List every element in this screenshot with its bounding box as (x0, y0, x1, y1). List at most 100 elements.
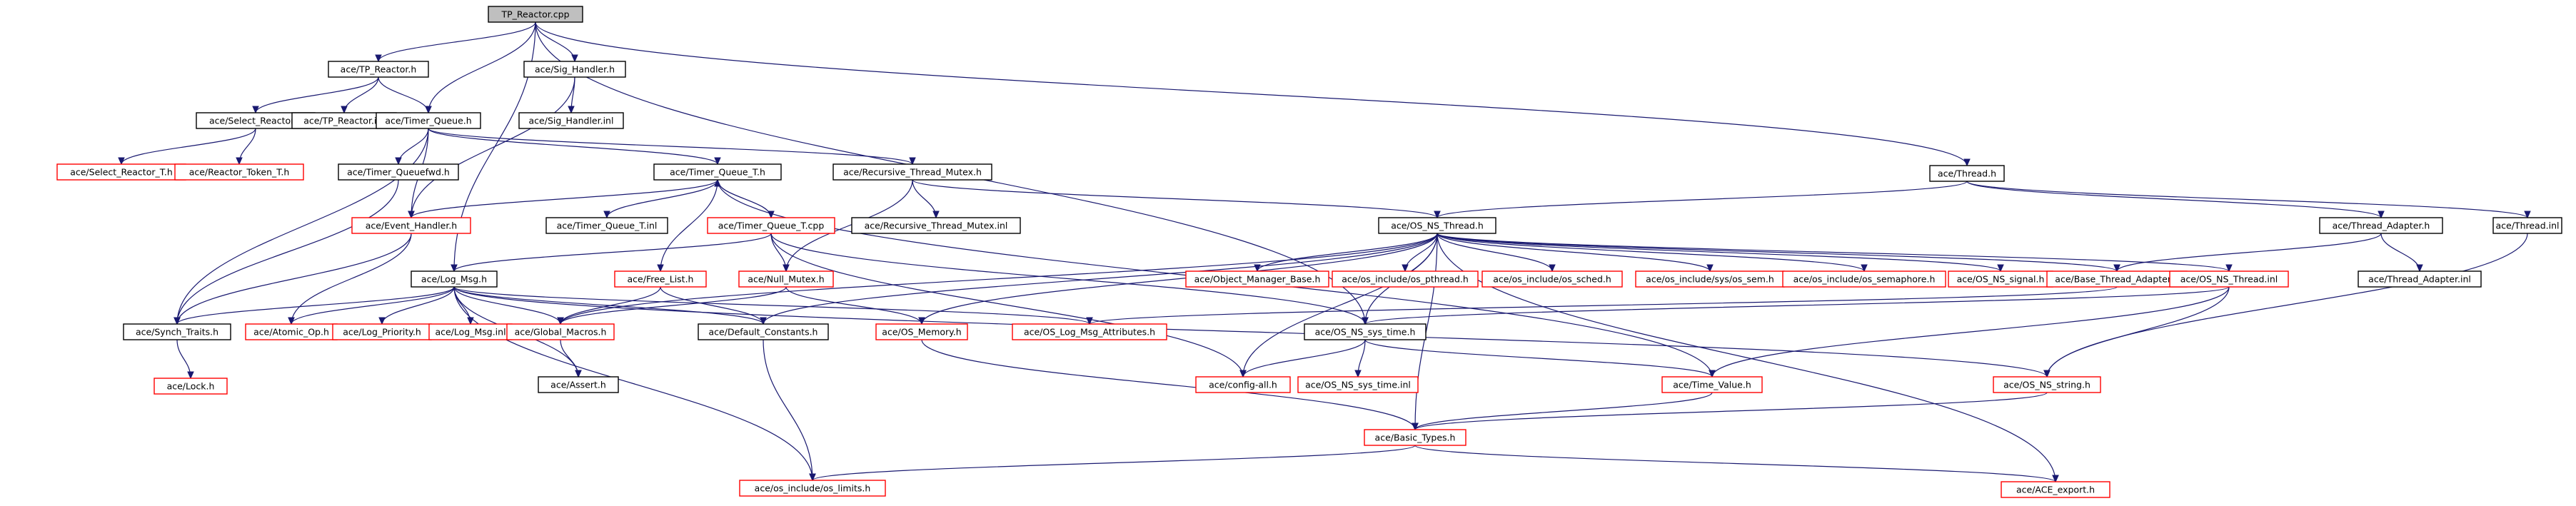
node-sig-handler-h[interactable]: ace/Sig_Handler.h (523, 61, 626, 78)
edge-line (121, 128, 256, 165)
arrowhead-icon (571, 54, 578, 63)
node-os-ns-sys-time-inl[interactable]: ace/OS_NS_sys_time.inl (1297, 376, 1419, 393)
edge-line (2380, 233, 2420, 272)
node-label: ace/OS_NS_sys_time.inl (1305, 380, 1411, 390)
node-base-thread-adapter-h[interactable]: ace/Base_Thread_Adapter.h (2046, 270, 2188, 288)
edge-line (763, 339, 813, 481)
node-box (488, 6, 583, 23)
node-os-include-sys-os-sem-h[interactable]: ace/os_include/sys/os_sem.h (1635, 270, 1785, 288)
node-log-priority-h[interactable]: ace/Log_Priority.h (332, 323, 432, 340)
edge-line (1437, 233, 2118, 272)
node-os-include-os-limits-h[interactable]: ace/os_include/os_limits.h (739, 480, 886, 497)
edge-line (1966, 181, 2528, 218)
arrowhead-icon (288, 317, 295, 325)
edge-line (1364, 339, 1713, 378)
edge-line (291, 233, 412, 325)
edge-default_constants_h-to-os_include_os_limits_h (763, 339, 816, 482)
node-null-mutex-h[interactable]: ace/Null_Mutex.h (738, 270, 834, 288)
node-os-ns-thread-inl[interactable]: ace/OS_NS_Thread.inl (2169, 270, 2289, 288)
edge-line (1414, 445, 2056, 482)
node-global-macros-h[interactable]: ace/Global_Macros.h (506, 323, 615, 340)
arrowhead-icon (714, 178, 721, 187)
node-select-reactor-h[interactable]: ace/Select_Reactor.h (196, 112, 316, 129)
node-recursive-thread-mutex-inl[interactable]: ace/Recursive_Thread_Mutex.inl (851, 217, 1021, 234)
edge-line (660, 286, 764, 325)
edge-line (912, 179, 1438, 218)
node-box (338, 163, 459, 181)
node-label: ace/Timer_Queue_T.h (670, 167, 765, 178)
node-box (328, 61, 429, 78)
edge-tp_reactor_h-to-timer_queue_h (378, 76, 432, 114)
node-label: ace/Recursive_Thread_Mutex.inl (865, 221, 1008, 231)
node-atomic-op-h[interactable]: ace/Atomic_Op.h (245, 323, 338, 340)
node-os-include-os-sched-h[interactable]: ace/os_include/os_sched.h (1481, 270, 1623, 288)
node-label: ace/Thread_Adapter.inl (2368, 274, 2471, 285)
node-box (1378, 217, 1496, 234)
node-label: ace/Event_Handler.h (366, 221, 457, 231)
arrowhead-icon (932, 211, 940, 219)
node-os-log-msg-attributes-h[interactable]: ace/OS_Log_Msg_Attributes.h (1012, 323, 1167, 340)
node-os-include-os-semaphore-h[interactable]: ace/os_include/os_semaphore.h (1782, 270, 1946, 288)
edge-line (770, 233, 1366, 325)
edge-os_ns_thread_h-to-object_manager_base_h (1254, 233, 1438, 273)
node-timer-queuefwd-h[interactable]: ace/Timer_Queuefwd.h (338, 163, 459, 181)
arrowhead-icon (918, 317, 925, 325)
edge-timer_queuefwd_h-to-synch_traits_h (173, 179, 399, 325)
edge-line (560, 233, 1438, 325)
arrowhead-icon (1354, 370, 1362, 378)
edge-log_msg_h-to-synch_traits_h (173, 286, 455, 325)
node-select-reactor-t-h[interactable]: ace/Select_Reactor_T.h (56, 163, 186, 181)
arrowhead-icon (1362, 317, 1369, 325)
edge-timer_queue_t_h-to-free_list_h (657, 179, 718, 273)
node-config-all-h[interactable]: ace/config-all.h (1195, 376, 1291, 393)
node-timer-queue-h[interactable]: ace/Timer_Queue.h (376, 112, 481, 129)
edge-line (428, 128, 913, 165)
node-os-include-os-pthread-h[interactable]: ace/os_include/os_pthread.h (1332, 270, 1479, 288)
edge-line (1242, 339, 1366, 378)
node-ace-export-h[interactable]: ace/ACE_export.h (2001, 481, 2110, 498)
edge-os_ns_thread_h-to-os_include_os_semaphore_h (1437, 233, 1868, 273)
node-basic-types-h[interactable]: ace/Basic_Types.h (1364, 429, 1466, 446)
edge-sig_handler_h-to-sig_handler_inl (568, 76, 575, 114)
node-default-constants-h[interactable]: ace/Default_Constants.h (698, 323, 829, 340)
node-log-msg-h[interactable]: ace/Log_Msg.h (411, 270, 498, 288)
node-synch-traits-h[interactable]: ace/Synch_Traits.h (123, 323, 231, 340)
node-thread-inl[interactable]: ace/Thread.inl (2492, 217, 2562, 234)
node-label: ace/os_include/sys/os_sem.h (1646, 274, 1774, 285)
node-lock-h[interactable]: ace/Lock.h (154, 378, 228, 395)
node-os-ns-string-h[interactable]: ace/OS_NS_string.h (1993, 376, 2101, 393)
node-os-memory-h[interactable]: ace/OS_Memory.h (875, 323, 968, 340)
node-thread-h[interactable]: ace/Thread.h (1929, 165, 2005, 182)
node-time-value-h[interactable]: ace/Time_Value.h (1661, 376, 1763, 393)
edge-line (411, 179, 718, 218)
edge-line (291, 286, 455, 325)
node-timer-queue-t-inl[interactable]: ace/Timer_Queue_T.inl (545, 217, 668, 234)
node-os-ns-signal-h[interactable]: ace/OS_NS_signal.h (1948, 270, 2053, 288)
node-log-msg-inl[interactable]: ace/Log_Msg.inl (428, 323, 513, 340)
node-reactor-token-t-h[interactable]: ace/Reactor_Token_T.h (174, 163, 304, 181)
arrowhead-icon (118, 157, 125, 166)
node-thread-adapter-inl[interactable]: ace/Thread_Adapter.inl (2358, 270, 2482, 288)
edge-line (255, 76, 379, 113)
node-assert-h[interactable]: ace/Assert.h (538, 376, 619, 393)
node-object-manager-base-h[interactable]: ace/Object_Manager_Base.h (1185, 270, 1329, 288)
node-os-ns-sys-time-h[interactable]: ace/OS_NS_sys_time.h (1304, 323, 1427, 340)
edge-base_thread_adapter_h-to-os_log_msg_attributes_h (1086, 286, 2118, 325)
node-thread-adapter-h[interactable]: ace/Thread_Adapter.h (2319, 217, 2443, 234)
node-os-ns-thread-h[interactable]: ace/OS_NS_Thread.h (1378, 217, 1496, 234)
node-free-list-h[interactable]: ace/Free_List.h (614, 270, 707, 288)
node-timer-queue-t-h[interactable]: ace/Timer_Queue_T.h (653, 163, 782, 181)
arrowhead-icon (1706, 264, 1714, 273)
node-box (1332, 270, 1479, 288)
edge-line (453, 233, 772, 272)
edge-os_ns_thread_h-to-global_macros_h (557, 233, 1438, 325)
node-timer-queue-t-cpp[interactable]: ace/Timer_Queue_T.cpp (707, 217, 835, 234)
node-recursive-thread-mutex-h[interactable]: ace/Recursive_Thread_Mutex.h (832, 163, 992, 181)
node-sig-handler-inl[interactable]: ace/Sig_Handler.inl (518, 112, 624, 129)
node-tp-reactor-h[interactable]: ace/TP_Reactor.h (328, 61, 429, 78)
edge-timer_queue_h-to-timer_queuefwd_h (395, 128, 429, 166)
node-box (411, 270, 498, 288)
node-event-handler-h[interactable]: ace/Event_Handler.h (351, 217, 471, 234)
edge-tp_reactor_h-to-select_reactor_h (252, 76, 379, 114)
